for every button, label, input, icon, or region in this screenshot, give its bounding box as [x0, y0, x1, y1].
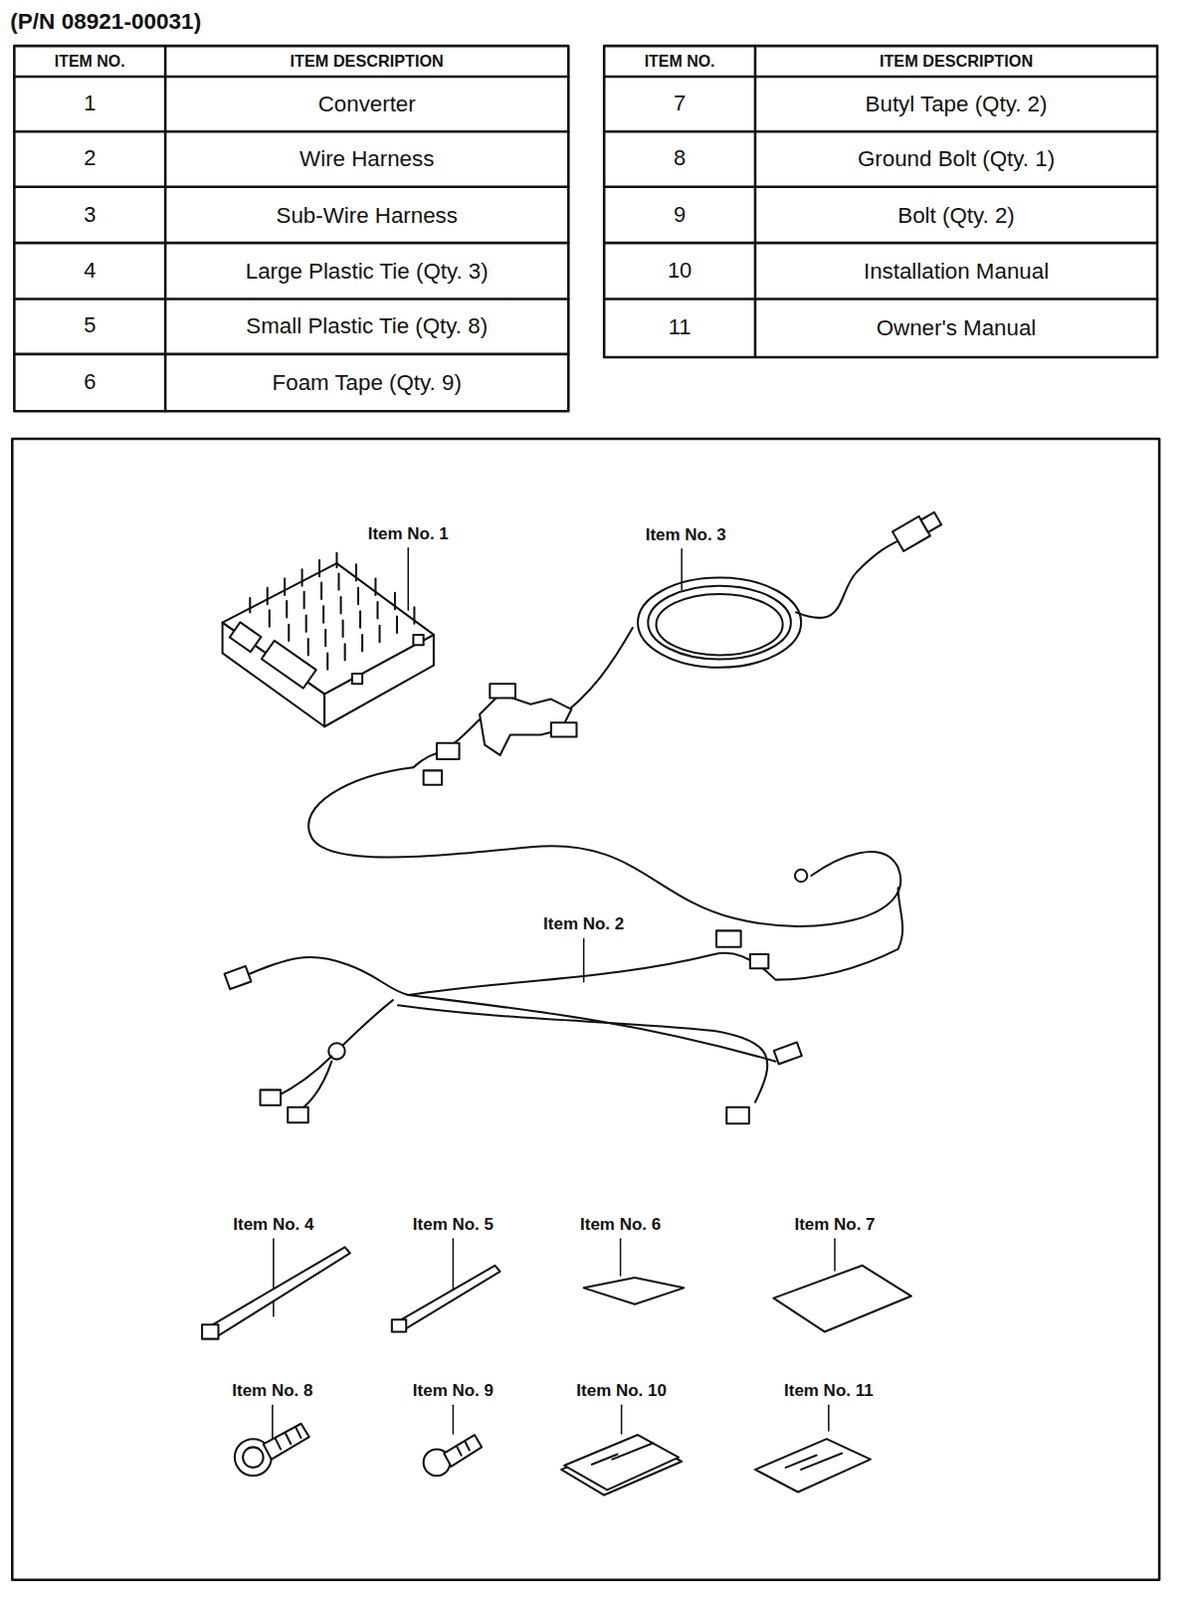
- callout-label: Item No. 7: [755, 1214, 915, 1236]
- callout-label: Item No. 8: [193, 1381, 353, 1402]
- table-cell: 3: [15, 189, 164, 241]
- callout-label: Item No. 4: [194, 1214, 354, 1236]
- table-cell: Large Plastic Tie (Qty. 3): [167, 244, 567, 297]
- table-cell: Converter: [167, 78, 567, 130]
- callout-label: Item No. 9: [373, 1381, 533, 1402]
- callout-label: Item No. 5: [373, 1214, 533, 1236]
- table-cell: 7: [605, 78, 754, 130]
- table-cell: 6: [15, 356, 164, 409]
- callout-label: Item No. 3: [605, 524, 766, 546]
- callout-label: Item No. 10: [542, 1381, 702, 1402]
- table-cell: 10: [605, 244, 754, 297]
- table-cell: Installation Manual: [757, 244, 1156, 297]
- table-cell: 5: [15, 301, 164, 353]
- table-cell: Foam Tape (Qty. 9): [167, 356, 567, 409]
- table-cell: Ground Bolt (Qty. 1): [757, 133, 1156, 185]
- table-header: ITEM NO.: [605, 47, 754, 75]
- table-cell: 8: [605, 133, 754, 185]
- table-header: ITEM NO.: [15, 47, 164, 75]
- table-cell: Sub-Wire Harness: [167, 189, 567, 241]
- table-cell: 11: [605, 301, 754, 356]
- table-header: ITEM DESCRIPTION: [757, 47, 1156, 75]
- callout-label: Item No. 6: [541, 1214, 701, 1236]
- table-header: ITEM DESCRIPTION: [167, 47, 567, 75]
- table-cell: Wire Harness: [167, 133, 567, 185]
- table-cell: 1: [15, 78, 164, 130]
- callout-label: Item No. 2: [504, 914, 664, 936]
- part-number-title: (P/N 08921-00031): [9, 7, 201, 35]
- table-cell: Bolt (Qty. 2): [757, 189, 1156, 241]
- callout-label: Item No. 1: [328, 523, 488, 545]
- table-cell: 4: [15, 244, 164, 297]
- callout-label: Item No. 11: [749, 1381, 909, 1402]
- table-cell: Butyl Tape (Qty. 2): [757, 78, 1156, 130]
- table-cell: 9: [605, 189, 754, 241]
- table-cell: Small Plastic Tie (Qty. 8): [167, 301, 567, 353]
- table-cell: 2: [15, 133, 164, 185]
- table-cell: Owner's Manual: [757, 301, 1156, 356]
